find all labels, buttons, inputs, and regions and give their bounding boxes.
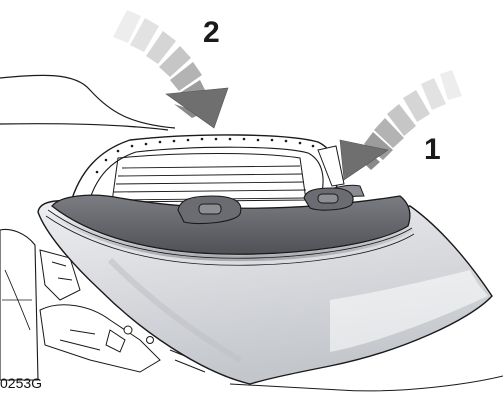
left-body-side bbox=[0, 228, 39, 381]
step-2-label: 2 bbox=[203, 16, 220, 49]
hinge-mechanism bbox=[39, 249, 231, 379]
figure-reference-code: 0253G bbox=[0, 375, 43, 391]
press-arrow-step-1 bbox=[339, 70, 462, 181]
car-roof-outline bbox=[0, 74, 176, 131]
cover-latch-left bbox=[177, 195, 242, 225]
press-arrow-step-2 bbox=[113, 10, 229, 129]
rear-window-frame bbox=[69, 134, 345, 206]
deck-bottom-edge bbox=[229, 375, 503, 392]
step-1-label: 1 bbox=[424, 133, 441, 166]
cover-latch-right bbox=[303, 187, 354, 211]
